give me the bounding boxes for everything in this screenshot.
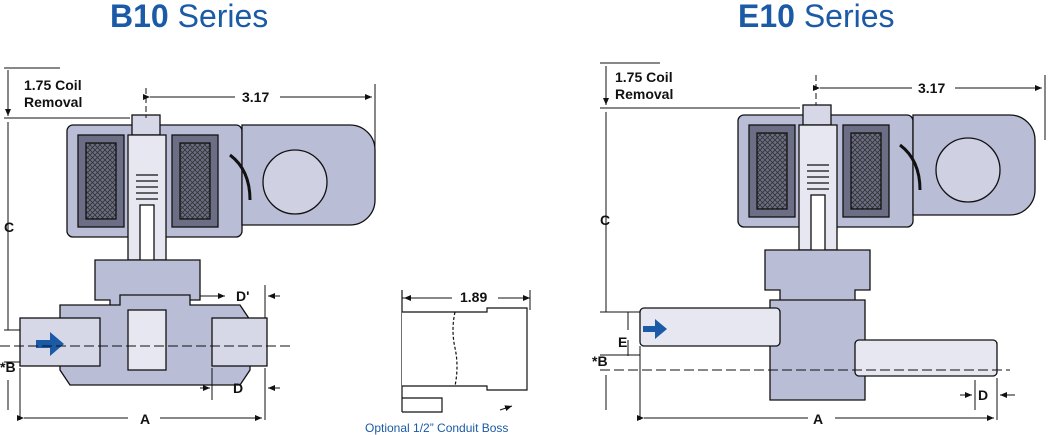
e10-dim-317: 3.17: [918, 80, 945, 96]
b10-dim-c: C: [4, 219, 14, 235]
e10-dim-b: *B: [592, 353, 608, 369]
boss-dim-189: 1.89: [460, 289, 487, 305]
e10-flow-arrow-icon: [643, 319, 667, 339]
b10-coil-removal-line2: Removal: [24, 94, 82, 110]
e10-dim-c: C: [600, 212, 610, 228]
e10-series-title: E10 Series: [738, 0, 895, 34]
e10-body: [769, 299, 866, 401]
e10-outlet-tube: [854, 339, 998, 377]
e10-bonnet: [764, 249, 871, 306]
e10-inlet-tube: [639, 307, 781, 347]
b10-winding-right: [179, 142, 211, 220]
e10-dimension-lines: [600, 62, 1046, 421]
b10-conduit-opening: [262, 149, 328, 215]
b10-dimension-lines: [0, 67, 376, 421]
e10-winding-left: [756, 132, 788, 210]
e10-dim-a: A: [813, 411, 823, 427]
b10-drawing: [19, 114, 376, 386]
b10-outlet-port: [211, 317, 268, 367]
b10-winding-left: [85, 142, 117, 220]
e10-coil-removal-line1: 1.75 Coil: [615, 69, 673, 85]
b10-dim-317: 3.17: [242, 89, 269, 105]
e10-dim-e: E: [618, 334, 627, 350]
e10-dim-d: D: [978, 387, 988, 403]
b10-dim-b: *B: [0, 359, 16, 375]
boss-caption: Optional 1/2” Conduit Boss: [365, 421, 508, 435]
e10-winding-right: [850, 132, 882, 210]
e10-coil-removal-line2: Removal: [615, 86, 673, 102]
b10-coil-removal-line1: 1.75 Coil: [24, 77, 82, 93]
e10-top-nut: [802, 104, 832, 126]
b10-series-title: B10 Series: [110, 0, 269, 34]
b10-dim-d: D: [233, 380, 243, 396]
b10-dim-dprime: D': [236, 288, 249, 304]
e10-conduit-opening: [935, 137, 1001, 203]
b10-orifice: [127, 309, 167, 371]
b10-flow-arrow-icon: [36, 332, 64, 356]
e10-drawing: [639, 104, 1036, 401]
conduit-boss-drawing: [401, 290, 531, 413]
b10-dim-a: A: [140, 411, 150, 427]
